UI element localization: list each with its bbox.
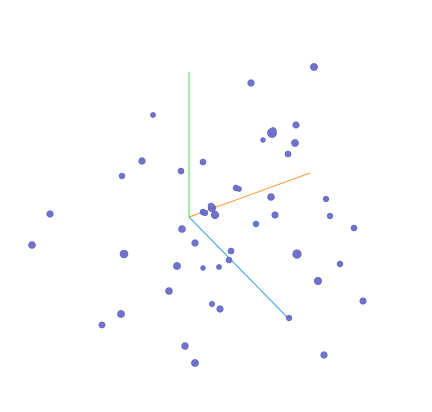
data-point	[200, 265, 206, 271]
data-point	[216, 264, 222, 270]
z-axis-line	[188, 216, 289, 319]
data-point	[236, 186, 242, 192]
data-point	[209, 300, 216, 307]
data-point	[118, 172, 126, 180]
data-point	[313, 276, 322, 285]
data-point	[98, 321, 106, 329]
data-points	[28, 63, 367, 367]
x-axis-line	[188, 172, 311, 218]
data-point	[210, 210, 220, 220]
data-point	[284, 150, 292, 158]
data-point	[320, 351, 328, 359]
data-point	[181, 342, 189, 350]
data-point	[178, 225, 186, 233]
data-point	[269, 127, 277, 135]
data-point	[191, 239, 199, 247]
data-point	[117, 310, 125, 318]
data-point	[227, 247, 235, 255]
data-point	[292, 121, 300, 129]
data-point	[150, 112, 156, 118]
data-point	[201, 209, 209, 217]
data-point	[138, 157, 146, 165]
data-point	[326, 212, 334, 220]
data-point	[191, 359, 199, 367]
data-point	[260, 137, 266, 143]
data-point	[216, 305, 224, 313]
data-point	[119, 249, 129, 259]
data-point	[271, 211, 279, 219]
data-point	[291, 139, 299, 147]
axes	[188, 72, 311, 319]
data-point	[173, 262, 181, 270]
data-point	[46, 210, 54, 218]
data-point	[177, 167, 185, 175]
data-point	[350, 224, 358, 232]
data-point	[359, 297, 367, 305]
data-point	[225, 256, 233, 264]
data-point	[28, 241, 36, 249]
data-point	[199, 158, 207, 166]
data-point	[310, 63, 318, 71]
data-point	[285, 314, 293, 322]
data-point	[292, 249, 302, 259]
data-point	[247, 79, 255, 87]
data-point	[336, 260, 344, 268]
data-point	[207, 202, 215, 210]
data-point	[165, 287, 173, 295]
data-point	[267, 193, 275, 201]
data-point	[252, 220, 260, 228]
data-point	[322, 195, 330, 203]
